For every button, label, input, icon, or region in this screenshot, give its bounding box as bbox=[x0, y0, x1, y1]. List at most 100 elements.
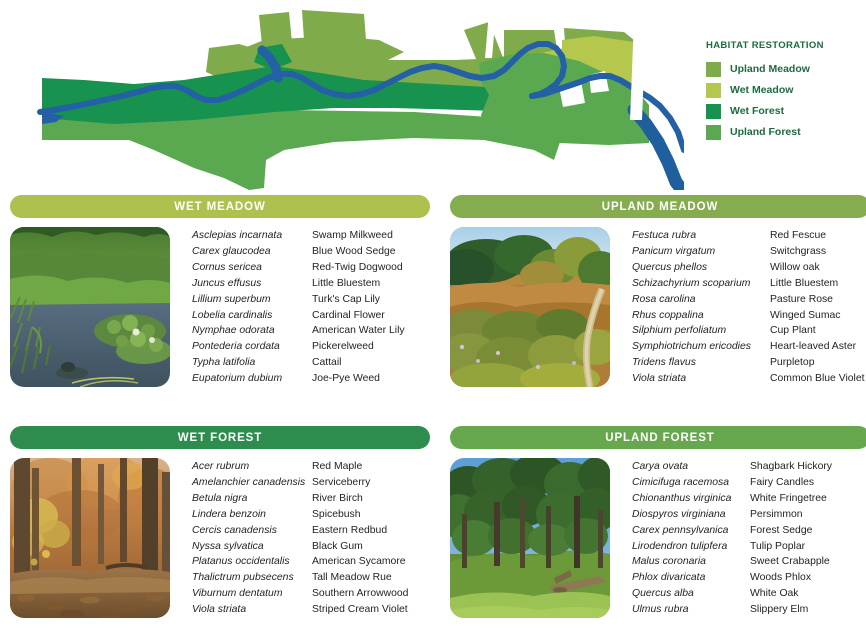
card-banner-wet-forest: WET FOREST bbox=[10, 426, 430, 449]
plant-row: Rosa carolina Pasture Rose bbox=[632, 292, 866, 308]
plant-common-name: Forest Sedge bbox=[750, 524, 813, 536]
plant-row: Viburnum dentatum Southern Arrowwood bbox=[192, 586, 430, 602]
plant-row: Lindera benzoin Spicebush bbox=[192, 507, 430, 523]
legend-swatch-wet-meadow bbox=[706, 82, 721, 98]
wet-forest-photo bbox=[10, 458, 170, 618]
map-legend: HABITAT RESTORATION Upland Meadow Wet Me… bbox=[706, 40, 856, 143]
legend-label-wet-meadow: Wet Meadow bbox=[730, 84, 794, 96]
plant-scientific-name: Diospyros virginiana bbox=[632, 508, 726, 520]
map-notch-separators bbox=[485, 12, 646, 120]
plant-scientific-name: Lobelia cardinalis bbox=[192, 309, 273, 321]
plant-common-name: Red Fescue bbox=[770, 230, 827, 241]
plant-scientific-name: Quercus alba bbox=[632, 588, 694, 600]
plant-scientific-name: Amelanchier canadensis bbox=[192, 476, 306, 488]
plant-common-name: American Sycamore bbox=[312, 556, 406, 568]
plant-scientific-name: Viola striata bbox=[192, 604, 247, 616]
legend-item-upland-forest: Upland Forest bbox=[706, 122, 856, 142]
plant-common-name: Spicebush bbox=[312, 508, 361, 520]
plant-scientific-name: Asclepias incarnata bbox=[192, 230, 283, 241]
plant-row: Quercus alba White Oak bbox=[632, 586, 866, 602]
upland-forest-photo bbox=[450, 458, 610, 618]
card-banner-upland-forest: UPLAND FOREST bbox=[450, 426, 866, 449]
plant-row: Quercus phellos Willow oak bbox=[632, 260, 866, 276]
legend-swatch-upland-forest bbox=[706, 124, 721, 140]
plant-list-upland-meadow: Festuca rubra Red Fescue Panicum virgatum… bbox=[610, 227, 866, 387]
plant-common-name: Switchgrass bbox=[770, 245, 827, 257]
plant-common-name: Common Blue Violet bbox=[770, 373, 865, 385]
plant-scientific-name: Lindera benzoin bbox=[192, 508, 266, 520]
plant-common-name: Joe-Pye Weed bbox=[312, 373, 380, 385]
plant-scientific-name: Ulmus rubra bbox=[632, 604, 689, 616]
plant-common-name: Southern Arrowwood bbox=[312, 588, 409, 600]
plant-common-name: Pasture Rose bbox=[770, 293, 833, 305]
plant-common-name: Woods Phlox bbox=[750, 572, 812, 584]
plant-common-name: Black Gum bbox=[312, 540, 363, 552]
plant-scientific-name: Cimicifuga racemosa bbox=[632, 476, 730, 488]
plant-common-name: Cardinal Flower bbox=[312, 309, 385, 321]
habitat-card-wet-forest: WET FOREST bbox=[10, 426, 430, 618]
plant-scientific-name: Festuca rubra bbox=[632, 230, 697, 241]
plant-common-name: Blue Wood Sedge bbox=[312, 245, 396, 257]
legend-label-upland-meadow: Upland Meadow bbox=[730, 63, 810, 75]
plant-scientific-name: Schizachyrium scoparium bbox=[632, 277, 751, 289]
plant-common-name: Eastern Redbud bbox=[312, 524, 388, 536]
plant-scientific-name: Symphiotrichum ericodies bbox=[632, 341, 751, 353]
plant-common-name: Willow oak bbox=[770, 261, 820, 273]
habitat-card-wet-meadow: WET MEADOW bbox=[10, 195, 430, 387]
plant-scientific-name: Rosa carolina bbox=[632, 293, 696, 305]
plant-row: Ulmus rubra Slippery Elm bbox=[632, 602, 866, 618]
upland-meadow-photo bbox=[450, 227, 610, 387]
habitat-card-upland-meadow: UPLAND MEADOW bbox=[450, 195, 866, 387]
plant-common-name: Shagbark Hickory bbox=[750, 461, 833, 472]
plant-scientific-name: Panicum virgatum bbox=[632, 245, 716, 257]
plant-scientific-name: Chionanthus virginica bbox=[632, 492, 732, 504]
plant-scientific-name: Malus coronaria bbox=[632, 556, 706, 568]
plant-scientific-name: Cornus sericea bbox=[192, 261, 262, 273]
plant-common-name: Red Maple bbox=[312, 461, 363, 472]
plant-scientific-name: Nymphae odorata bbox=[192, 325, 275, 337]
plant-row: Cercis canadensis Eastern Redbud bbox=[192, 523, 430, 539]
card-banner-upland-meadow: UPLAND MEADOW bbox=[450, 195, 866, 218]
legend-item-wet-forest: Wet Forest bbox=[706, 101, 856, 121]
map-area: HABITAT RESTORATION Upland Meadow Wet Me… bbox=[0, 0, 866, 190]
plant-common-name: Pickerelweed bbox=[312, 341, 374, 353]
plant-scientific-name: Cercis canadensis bbox=[192, 524, 277, 536]
habitat-card-upland-forest: UPLAND FOREST bbox=[450, 426, 866, 618]
plant-common-name: American Water Lily bbox=[312, 325, 405, 337]
plant-common-name: Cattail bbox=[312, 357, 342, 369]
plant-scientific-name: Eupatorium dubium bbox=[192, 373, 283, 385]
plant-common-name: River Birch bbox=[312, 492, 363, 504]
plant-scientific-name: Tridens flavus bbox=[632, 357, 696, 369]
legend-label-upland-forest: Upland Forest bbox=[730, 126, 801, 138]
plant-scientific-name: Viburnum dentatum bbox=[192, 588, 283, 600]
plant-common-name: White Oak bbox=[750, 588, 799, 600]
plant-scientific-name: Quercus phellos bbox=[632, 261, 708, 273]
card-banner-wet-meadow: WET MEADOW bbox=[10, 195, 430, 218]
plant-row: Eupatorium dubium Joe-Pye Weed bbox=[192, 371, 430, 387]
plant-scientific-name: Juncus effusus bbox=[192, 277, 262, 289]
plant-common-name: Swamp Milkweed bbox=[312, 230, 393, 241]
plant-common-name: Slippery Elm bbox=[750, 604, 809, 616]
plant-scientific-name: Lillium superbum bbox=[192, 293, 271, 305]
plant-common-name: Little Bluestem bbox=[770, 277, 839, 289]
plant-common-name: Red-Twig Dogwood bbox=[312, 261, 403, 273]
map-stream bbox=[37, 41, 684, 190]
